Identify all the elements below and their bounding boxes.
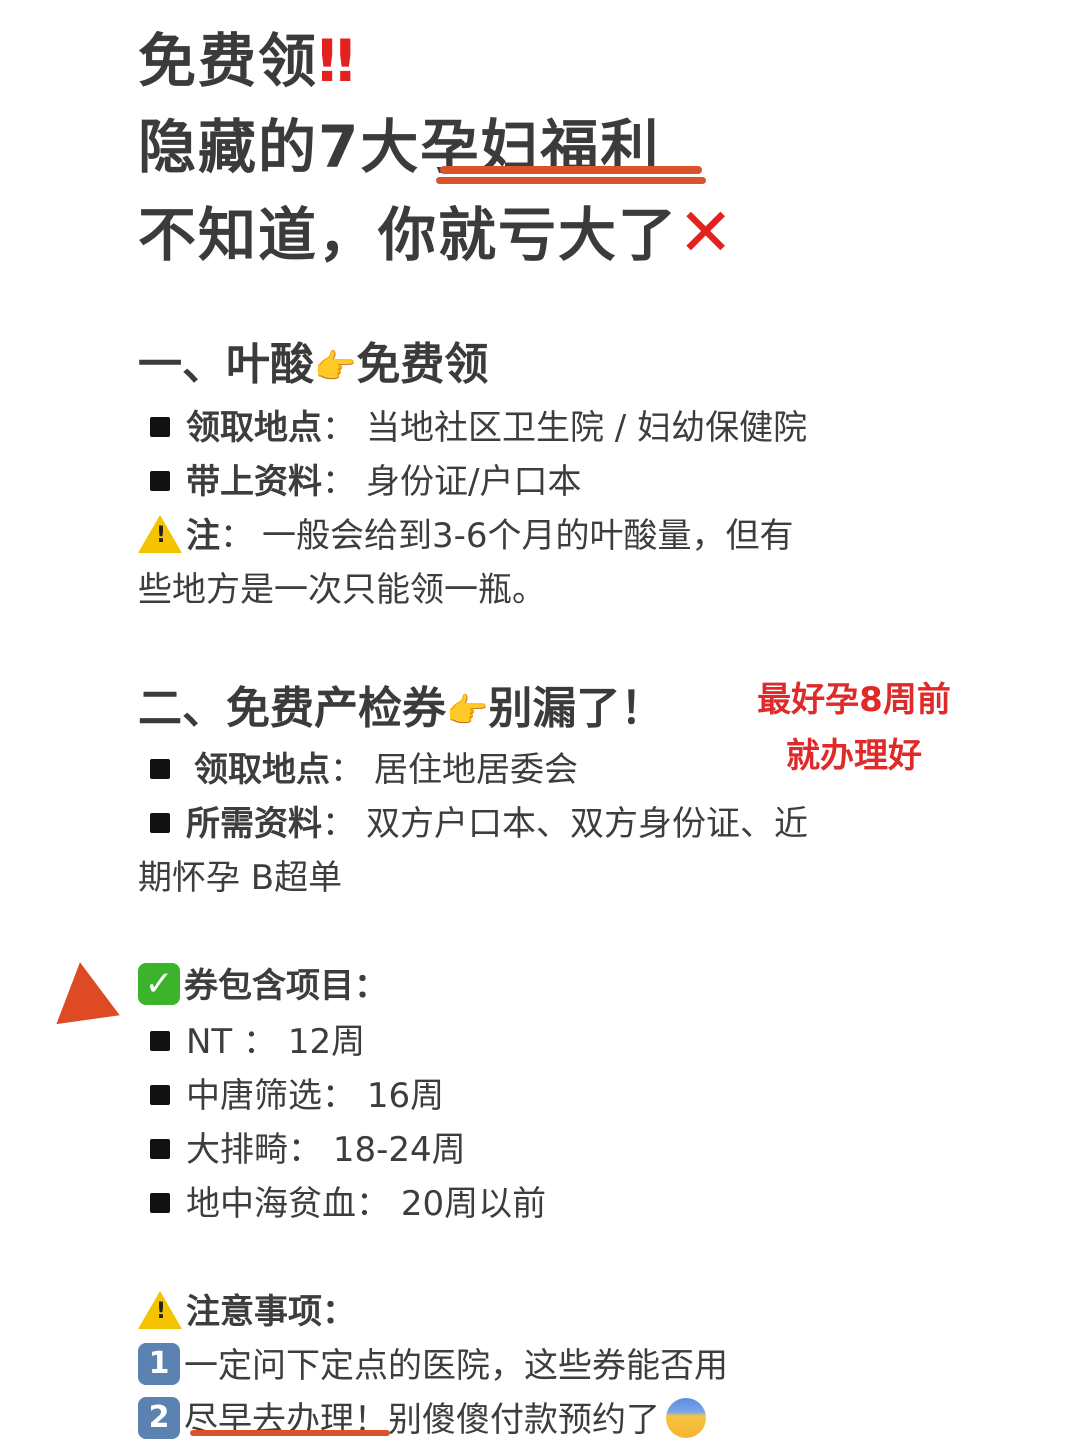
item-label: 所需资料 bbox=[186, 804, 322, 844]
anxious-face-icon bbox=[666, 1397, 706, 1438]
pointing-right-hand-icon: 👉 bbox=[314, 347, 357, 387]
include-label: NT bbox=[186, 1022, 233, 1062]
note-text: 一般会给到3-6个月的叶酸量，但有 bbox=[262, 516, 794, 556]
section1-heading-suffix: 免费领 bbox=[356, 339, 489, 390]
red-triangle-marker-icon bbox=[48, 957, 120, 1025]
notice-heading-text: 注意事项： bbox=[186, 1292, 356, 1332]
include-item: 地中海贫血： 20周以前 bbox=[150, 1176, 546, 1225]
include-label: 地中海贫血 bbox=[186, 1184, 356, 1224]
notice-text: 别傻傻付款预约了 bbox=[388, 1400, 660, 1440]
cross-mark-icon: ✕ bbox=[678, 194, 736, 271]
note-sep: ： bbox=[220, 516, 254, 556]
item-sep: ： bbox=[322, 462, 356, 502]
title-text-3: 不知道，你就亏大了 bbox=[138, 201, 679, 269]
notice-heading: !注意事项： bbox=[138, 1284, 356, 1333]
section1-note-cont: 些地方是一次只能领一瓶。 bbox=[138, 570, 546, 610]
section2-heading-prefix: 二、免费产检券 bbox=[138, 683, 446, 734]
highlight-underline-2 bbox=[436, 177, 706, 184]
section1-item-location: 领取地点：当地社区卫生院 / 妇幼保健院 bbox=[150, 400, 807, 449]
include-label: 中唐筛选 bbox=[186, 1076, 322, 1116]
notice-text: 一定问下定点的医院，这些券能否用 bbox=[184, 1346, 728, 1386]
item-value: 身份证/户口本 bbox=[366, 462, 582, 502]
item-label: 带上资料 bbox=[186, 462, 322, 502]
side-note-line-2: 就办理好 bbox=[786, 736, 922, 776]
include-value: 16周 bbox=[366, 1076, 445, 1116]
item-label: 领取地点 bbox=[194, 750, 330, 790]
include-item: 大排畸： 18-24周 bbox=[150, 1122, 466, 1171]
item-label: 领取地点 bbox=[186, 408, 322, 448]
double-exclamation-icon: ‼ bbox=[318, 27, 357, 95]
section2-item-location: 领取地点：居住地居委会 bbox=[150, 742, 578, 791]
section1-note: !注：一般会给到3-6个月的叶酸量，但有 bbox=[138, 508, 794, 557]
include-sep: ： bbox=[322, 1076, 367, 1116]
include-sep: ： bbox=[356, 1184, 401, 1224]
item-sep: ： bbox=[330, 750, 364, 790]
title-text-1: 免费领 bbox=[138, 27, 319, 95]
section2-heading-suffix: 别漏了！ bbox=[488, 683, 665, 734]
include-value: 20周以前 bbox=[400, 1184, 547, 1224]
title-line-2: 隐藏的7大孕妇福利 bbox=[138, 100, 660, 184]
title-text-2: 隐藏的7大 bbox=[138, 113, 421, 181]
include-sep: ： bbox=[288, 1130, 333, 1170]
include-label: 大排畸 bbox=[186, 1130, 288, 1170]
section1-heading: 一、叶酸👉免费领 bbox=[138, 328, 488, 392]
black-square-icon bbox=[150, 758, 170, 779]
emphasis-underline bbox=[190, 1430, 390, 1436]
include-value: 12周 bbox=[287, 1022, 366, 1062]
section2-heading: 二、免费产检券👉别漏了！ bbox=[138, 672, 664, 736]
side-note-line-1: 最好孕8周前 bbox=[757, 680, 951, 720]
warning-icon: ! bbox=[138, 1290, 182, 1329]
item-sep: ： bbox=[322, 408, 356, 448]
black-square-icon bbox=[150, 470, 170, 491]
keycap-2-icon: 2 bbox=[138, 1396, 180, 1439]
title-line-3: 不知道，你就亏大了✕ bbox=[138, 188, 735, 272]
check-mark-icon: ✓ bbox=[138, 962, 180, 1005]
highlight-underline bbox=[440, 166, 702, 174]
section2-item-documents: 所需资料：双方户口本、双方身份证、近 bbox=[150, 796, 808, 845]
include-sep: ： bbox=[232, 1022, 288, 1062]
black-square-icon bbox=[150, 416, 170, 437]
includes-heading: ✓券包含项目： bbox=[138, 958, 388, 1009]
pointing-right-hand-icon: 👉 bbox=[446, 691, 489, 731]
black-square-icon bbox=[150, 812, 170, 833]
include-item: NT ： 12周 bbox=[150, 1014, 365, 1063]
item-value: 当地社区卫生院 / 妇幼保健院 bbox=[366, 408, 808, 448]
keycap-1-icon: 1 bbox=[138, 1342, 180, 1385]
section1-heading-prefix: 一、叶酸 bbox=[138, 339, 314, 390]
title-line-1: 免费领‼ bbox=[138, 14, 356, 98]
warning-icon: ! bbox=[138, 514, 182, 553]
item-sep: ： bbox=[322, 804, 356, 844]
includes-heading-text: 券包含项目： bbox=[184, 966, 388, 1006]
item-value: 居住地居委会 bbox=[374, 750, 578, 790]
black-square-icon bbox=[150, 1030, 170, 1051]
black-square-icon bbox=[150, 1138, 170, 1159]
item-value: 双方户口本、双方身份证、近 bbox=[366, 804, 808, 844]
include-item: 中唐筛选： 16周 bbox=[150, 1068, 444, 1117]
include-value: 18-24周 bbox=[332, 1130, 466, 1170]
black-square-icon bbox=[150, 1192, 170, 1213]
note-label: 注 bbox=[186, 516, 220, 556]
section1-item-documents: 带上资料：身份证/户口本 bbox=[150, 454, 581, 503]
black-square-icon bbox=[150, 1084, 170, 1105]
section2-documents-cont: 期怀孕 B超单 bbox=[138, 858, 343, 898]
